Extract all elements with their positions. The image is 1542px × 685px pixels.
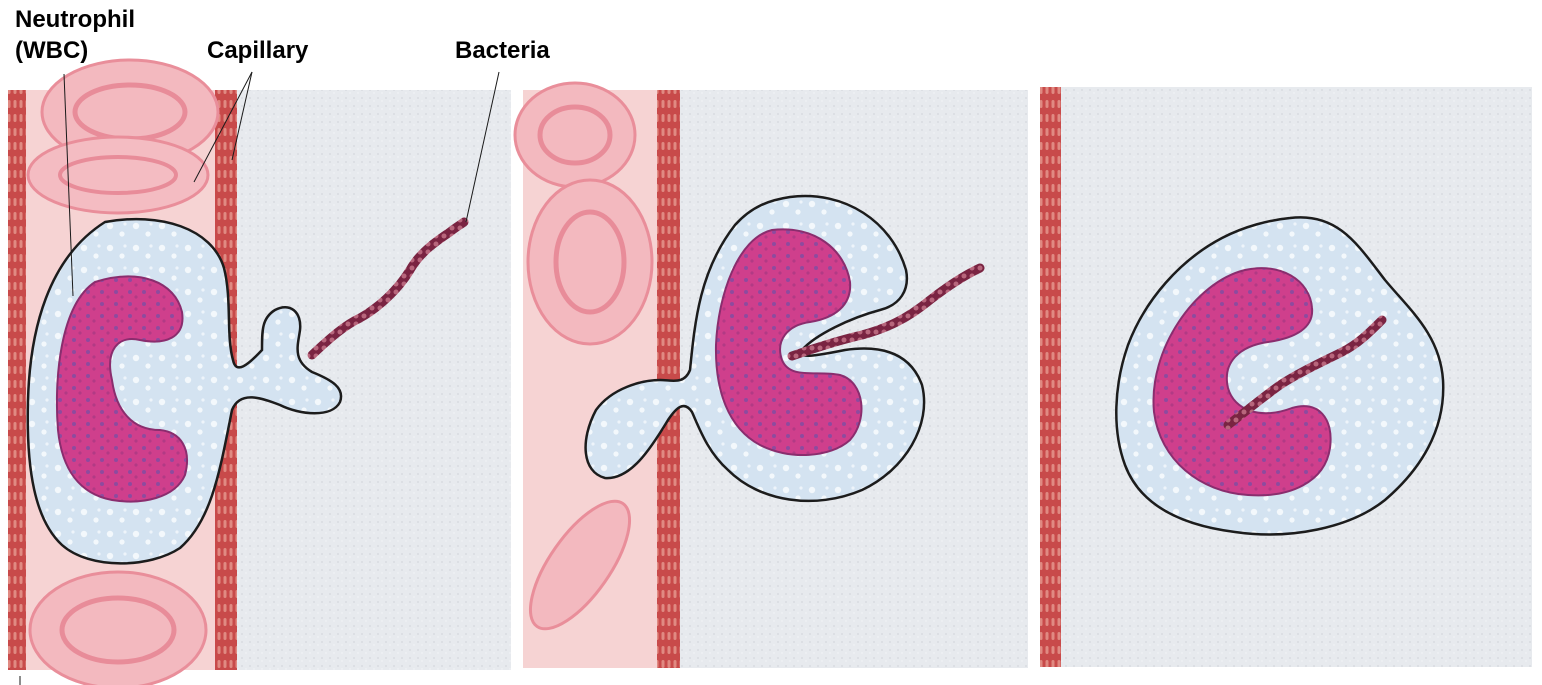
red-blood-cell <box>528 499 632 631</box>
panel-3 <box>1040 87 1532 667</box>
red-blood-cell <box>513 81 637 189</box>
neutrophil-nucleus <box>1152 267 1332 497</box>
bacterium <box>307 217 469 360</box>
red-blood-cell <box>26 135 210 215</box>
neutrophil-nucleus <box>55 275 188 503</box>
capillary-leader-line <box>231 71 253 161</box>
capillary-wall <box>657 90 680 668</box>
leader-lines <box>19 71 500 685</box>
bacteria-leader-line <box>465 71 500 223</box>
panel-1 <box>8 58 511 685</box>
capillary-wall-left <box>8 90 26 670</box>
neutrophil-leader-line <box>63 73 74 297</box>
neutrophil-label: Neutrophil (WBC) <box>15 4 135 66</box>
neutrophil-nucleus <box>714 228 863 457</box>
capillary-leader-line <box>193 71 253 183</box>
capillary-wall <box>1040 87 1061 667</box>
neutrophil <box>584 194 926 503</box>
capillary-label: Capillary <box>207 37 309 64</box>
red-blood-cell <box>526 178 654 346</box>
bacteria-label: Bacteria <box>455 37 550 64</box>
neutrophil-label-line2: (WBC) <box>15 37 89 64</box>
bacterium <box>787 263 985 361</box>
panel-2 <box>513 81 1028 668</box>
bacterium <box>1223 315 1387 430</box>
neutrophil <box>26 217 343 565</box>
neutrophil-label-line1: Neutrophil <box>15 6 135 33</box>
red-blood-cell <box>28 570 208 685</box>
neutrophil <box>1115 216 1445 536</box>
